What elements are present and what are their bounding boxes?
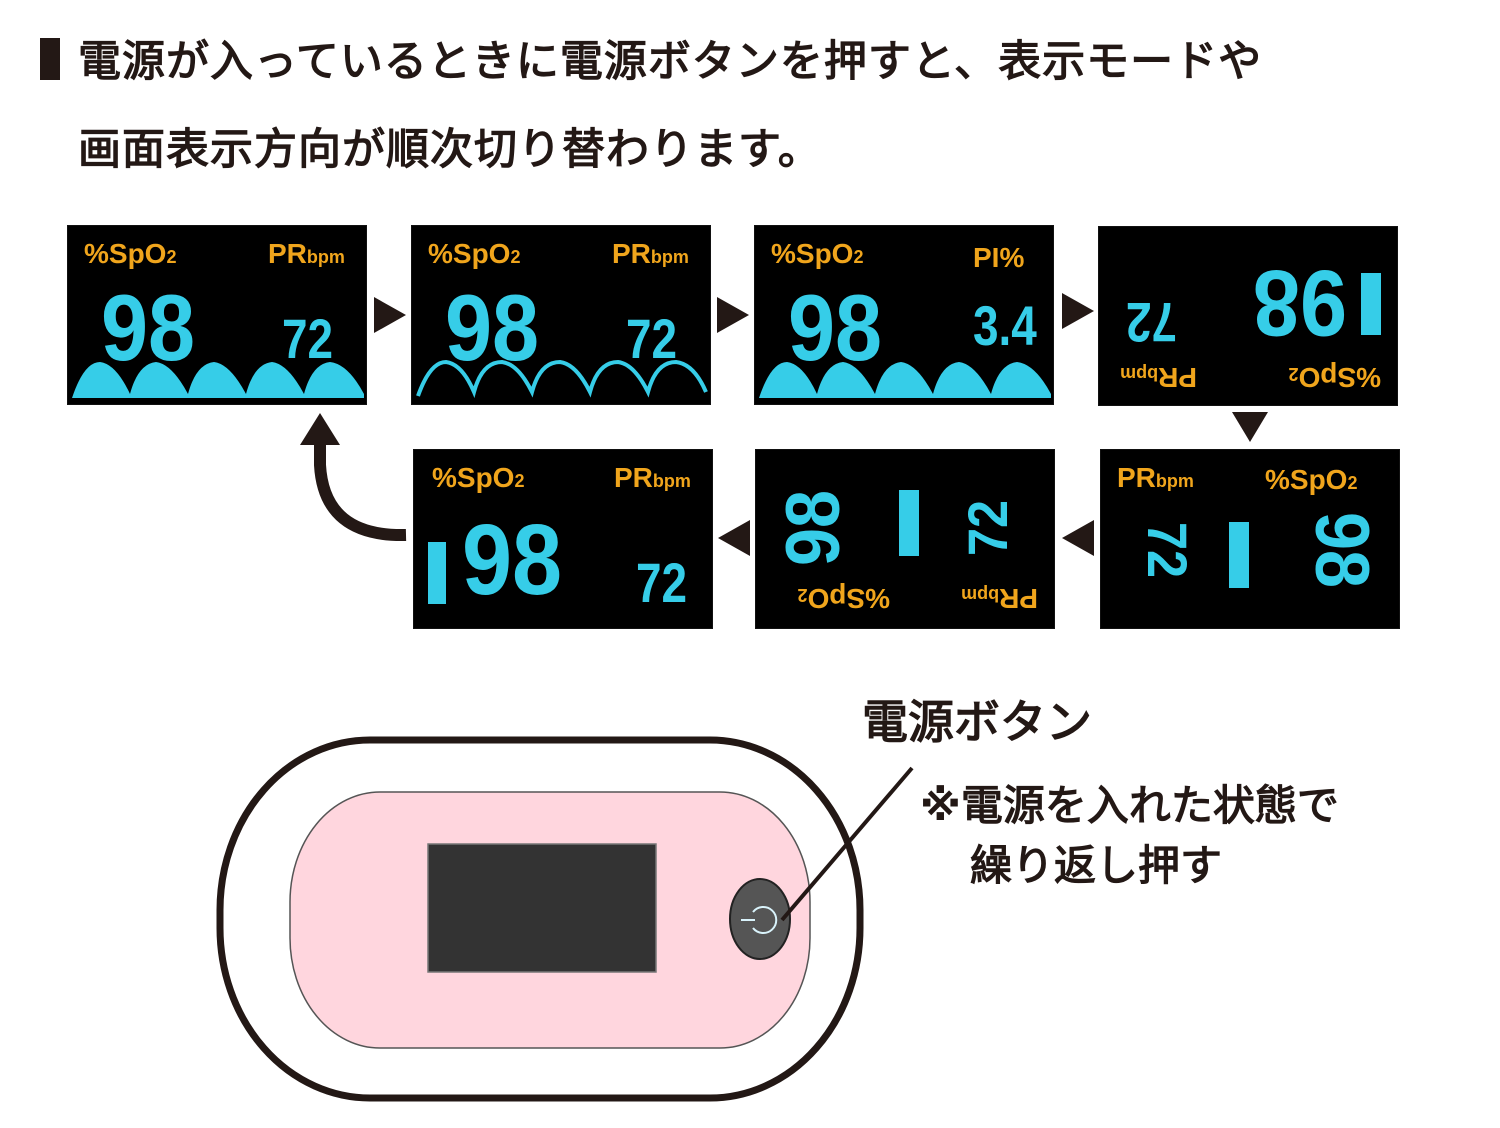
bullet-square — [40, 38, 60, 80]
pulse-bar — [899, 490, 919, 556]
pr-value: 72 — [636, 551, 688, 614]
pr-label: PRbpm — [961, 583, 1038, 614]
spo2-label: %SpO2 — [771, 238, 864, 269]
spo2-value: 98 — [462, 504, 563, 616]
spo2-label: %SpO2 — [432, 462, 525, 493]
display-mode-3: %SpO2 PI% 98 3.4 — [754, 225, 1054, 405]
pr-value: 72 — [626, 307, 678, 370]
note-line-1: ※電源を入れた状態で — [920, 781, 1339, 830]
heading-line-1: 電源が入っているときに電源ボタンを押すと、表示モードや — [78, 37, 1263, 87]
spo2-label: %SpO2 — [428, 238, 521, 269]
pulse-bar — [1229, 522, 1249, 588]
spo2-label: %SpO2 — [1288, 362, 1381, 393]
power-icon — [752, 906, 778, 934]
display-mode-5-vertical: PRbpm %SpO2 72 98 — [1100, 449, 1400, 629]
display-mode-1: %SpO2 PRbpm 98 72 — [67, 225, 367, 405]
instruction-heading: 電源が入っているときに電源ボタンを押すと、表示モードや 画面表示方向が順次切り替… — [40, 18, 1262, 194]
return-arrow-icon — [300, 413, 407, 542]
display-mode-6-vertical-rotated: PRbpm %SpO2 72 98 — [755, 449, 1055, 629]
pulse-bar — [1361, 273, 1381, 335]
power-button-label: 電源ボタン — [862, 695, 1092, 749]
pr-label: PRbpm — [1120, 362, 1197, 393]
pr-value: 72 — [1125, 291, 1177, 354]
pr-label: PRbpm — [612, 238, 689, 269]
arrow-left-icon — [718, 520, 750, 556]
heading-line-2: 画面表示方向が順次切り替わります。 — [78, 125, 822, 175]
power-button — [729, 878, 791, 960]
spo2-value: 98 — [771, 489, 856, 566]
spo2-value: 98 — [788, 275, 883, 380]
pi-label: PI% — [973, 242, 1025, 273]
spo2-label: %SpO2 — [1265, 464, 1358, 495]
pr-label: PRbpm — [268, 238, 345, 269]
pulse-bar — [428, 542, 446, 604]
arrow-right-icon — [374, 297, 406, 333]
pr-value: 72 — [1136, 522, 1199, 579]
display-mode-2: %SpO2 PRbpm 98 72 — [411, 225, 711, 405]
pi-value: 3.4 — [973, 294, 1037, 357]
oximeter-device-illustration — [216, 736, 864, 1102]
arrow-down-icon — [1232, 412, 1268, 442]
pr-label: PRbpm — [614, 462, 691, 493]
arrow-right-icon — [1062, 293, 1094, 329]
pleth-waveform-line — [416, 359, 708, 398]
pr-label: PRbpm — [1117, 462, 1194, 493]
spo2-value: 98 — [445, 275, 540, 380]
power-button-note: ※電源を入れた状態で 繰り返し押す — [920, 776, 1339, 896]
spo2-label: %SpO2 — [797, 583, 890, 614]
pr-value: 72 — [956, 499, 1019, 556]
spo2-value: 98 — [101, 275, 196, 380]
spo2-value: 98 — [1252, 251, 1347, 356]
arrow-left-icon — [1062, 520, 1094, 556]
arrow-right-icon — [717, 297, 749, 333]
spo2-label: %SpO2 — [84, 238, 177, 269]
spo2-value: 98 — [1299, 512, 1384, 589]
pleth-waveform-filled — [759, 362, 1051, 398]
pr-value: 72 — [282, 307, 334, 370]
display-mode-4-rotated: %SpO2 PRbpm 98 72 — [1098, 226, 1398, 406]
device-screen — [427, 843, 657, 973]
note-line-2: 繰り返し押す — [970, 841, 1223, 890]
pleth-waveform-filled — [72, 362, 364, 398]
display-mode-7: %SpO2 PRbpm 98 72 — [413, 449, 713, 629]
callout-leader-line — [780, 766, 914, 922]
